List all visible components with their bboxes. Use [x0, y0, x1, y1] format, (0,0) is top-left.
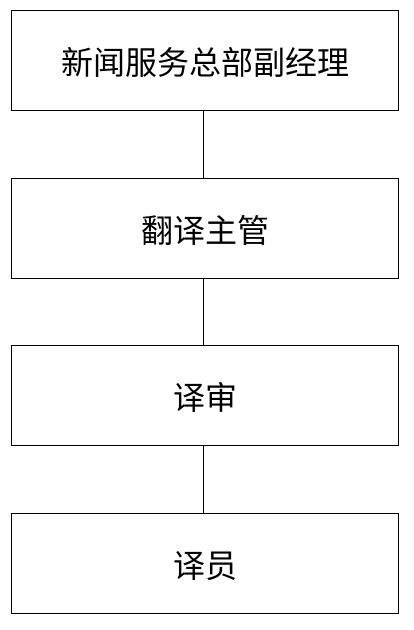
- node-label: 译员: [172, 546, 237, 585]
- connector-line: [203, 446, 204, 513]
- connector-line: [203, 279, 204, 345]
- node-translation-supervisor: 翻译主管: [11, 178, 399, 279]
- connector-line: [203, 111, 204, 178]
- node-label: 翻译主管: [140, 211, 269, 250]
- node-label: 译审: [172, 378, 237, 417]
- node-translation-reviewer: 译审: [11, 345, 399, 446]
- node-translator: 译员: [11, 513, 399, 614]
- node-deputy-manager: 新闻服务总部副经理: [11, 10, 399, 111]
- node-label: 新闻服务总部副经理: [60, 43, 349, 82]
